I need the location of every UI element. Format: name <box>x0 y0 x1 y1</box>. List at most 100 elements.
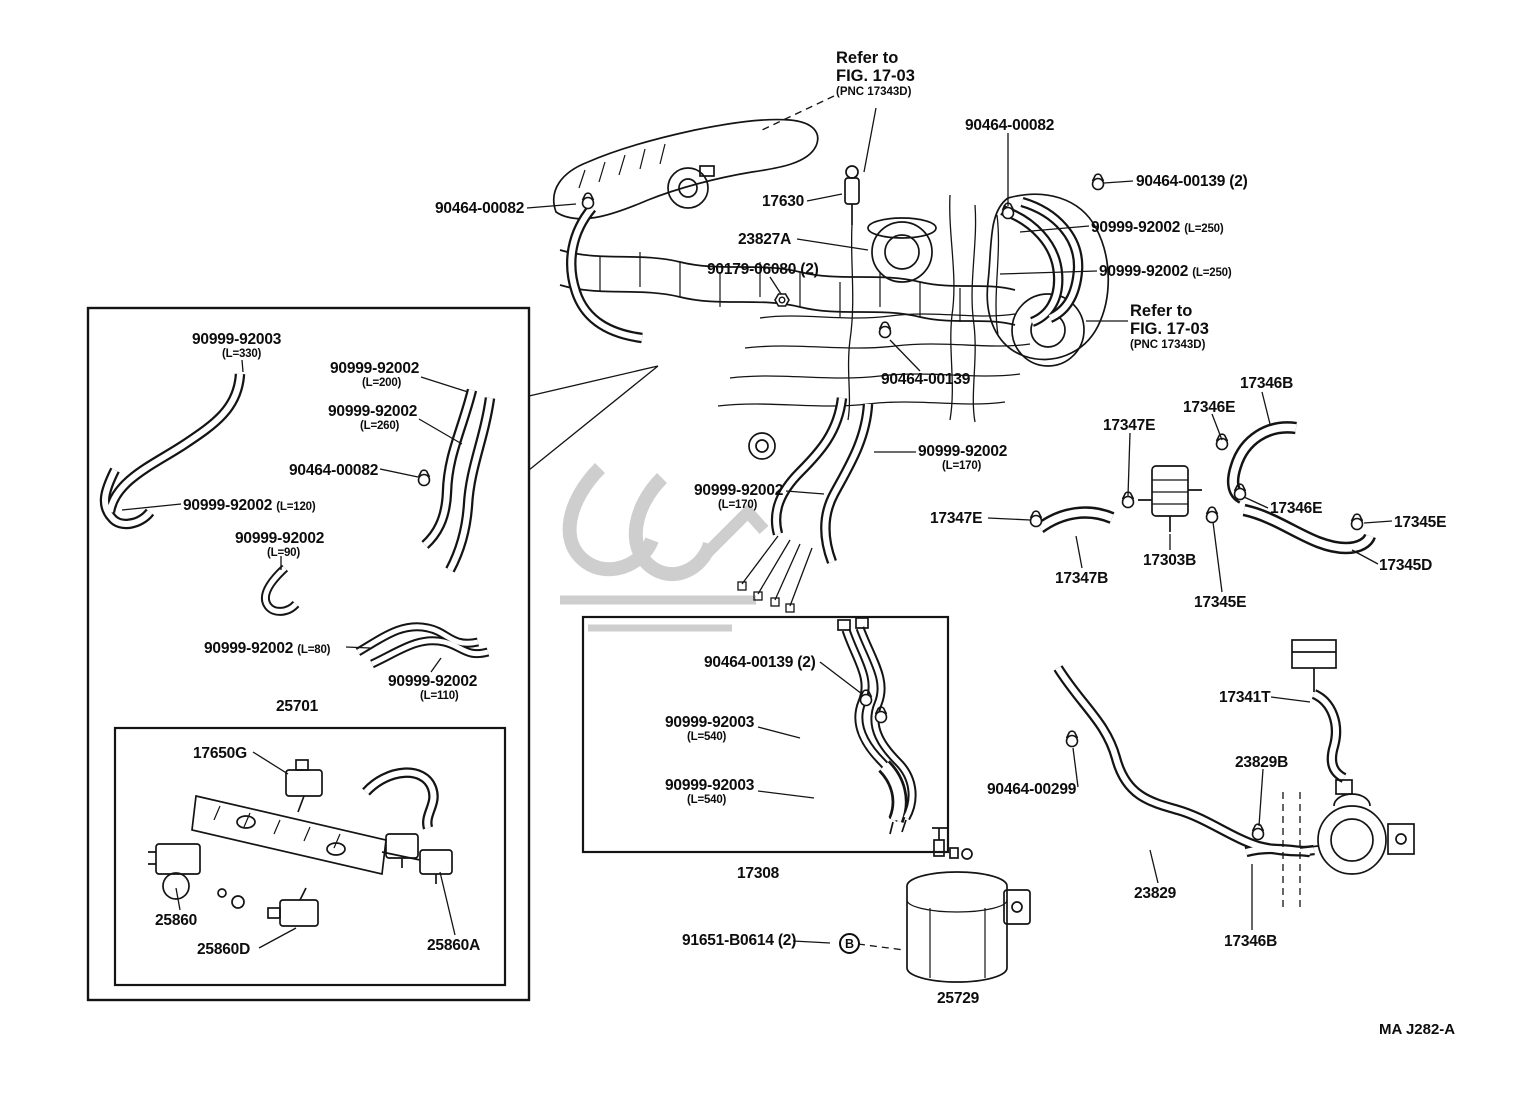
vsv-25860a-2 <box>419 849 453 875</box>
hoses-core-small <box>265 568 912 820</box>
vsv-bracket-assembly <box>148 759 453 927</box>
part-label-17345d: 17345D <box>1379 557 1433 574</box>
engine-assembly <box>552 118 1110 460</box>
part-label-17347e-left: 17347E <box>930 510 983 527</box>
part-label-90464-00082-box: 90464-00082 <box>289 462 379 479</box>
assembly-dashed-guides <box>1282 792 1301 908</box>
part-label-90464-00139-mid: 90464-00139 <box>881 371 971 388</box>
part-label-90464-00139-box: 90464-00139 (2) <box>704 654 816 671</box>
part-number: 90999-92003 <box>665 777 755 794</box>
hose-17346b-top <box>1226 421 1297 504</box>
part-number: 90999-92002 <box>204 640 294 657</box>
hose-length: (L=170) <box>718 499 758 512</box>
refer-note-right: Refer to FIG. 17-03 (PNC 17343D) <box>1130 302 1209 351</box>
hose-label-l260: 90999-92002 (L=260) <box>328 403 417 433</box>
clamp-17347e-left <box>1029 510 1043 528</box>
refer-line: (PNC 17343D) <box>1130 338 1206 351</box>
hose-length: (L=260) <box>360 420 400 433</box>
hose-label-l250-a: 90999-92002 (L=250) <box>1091 219 1224 236</box>
part-number: 90999-92002 <box>388 673 478 690</box>
part-label-17346e-top: 17346E <box>1183 399 1236 416</box>
hose-label-l540-b: 90999-92003 (L=540) <box>665 777 754 807</box>
hose-label-l80: 90999-92002 (L=80) <box>204 640 330 657</box>
part-number: 90999-92002 <box>235 530 325 547</box>
nut-90179-06080 <box>774 293 790 307</box>
refer-line: (PNC 17343D) <box>836 85 912 98</box>
zoom-pointer-lines <box>528 365 659 471</box>
part-number: 90999-92002 <box>918 443 1008 460</box>
hose-label-l110: 90999-92002 (L=110) <box>388 673 477 703</box>
left-detail-box <box>86 306 531 1002</box>
hose-label-l540-a: 90999-92003 (L=540) <box>665 714 754 744</box>
part-number: 90999-92002 <box>694 482 784 499</box>
part-label-17345e-bottom: 17345E <box>1194 594 1247 611</box>
part-label-17630: 17630 <box>762 193 805 210</box>
part-label-91651-b0614: 91651-B0614 (2) <box>682 932 797 949</box>
part-label-17341t: 17341T <box>1219 689 1271 706</box>
part-number: 90999-92002 <box>328 403 418 420</box>
part-label-25729: 25729 <box>937 990 980 1007</box>
clamp-17346e-top <box>1215 433 1229 451</box>
clamp-17345e-right <box>1350 513 1364 531</box>
b-marker-dashed-leader <box>857 943 905 951</box>
part-label-17345e-right: 17345E <box>1394 514 1447 531</box>
watermark-logo <box>560 463 769 632</box>
part-number: 90999-92003 <box>192 331 282 348</box>
hose-length: (L=120) <box>276 501 316 513</box>
hoses-outline-small <box>260 564 917 822</box>
vsv-25860 <box>155 843 201 875</box>
part-label-90179-06080: 90179-06080 (2) <box>707 261 819 278</box>
clamp-17346e-right <box>1233 483 1247 501</box>
part-label-90464-00082-left: 90464-00082 <box>435 200 525 217</box>
hose-label-l330: 90999-92003 (L=330) <box>192 331 281 361</box>
hoses-core-medium <box>105 202 1344 852</box>
hose-17308-box <box>581 615 950 854</box>
part-label-17346b-top: 17346B <box>1240 375 1294 392</box>
part-label-25701: 25701 <box>276 698 319 715</box>
hose-label-l120: 90999-92002 (L=120) <box>183 497 316 514</box>
clamp-23829b <box>1251 823 1265 841</box>
part-label-17346e-right: 17346E <box>1270 500 1323 517</box>
hoses-core-short <box>1040 427 1370 548</box>
vsv-assembly-box <box>113 726 507 987</box>
clamp-90464-00082-left <box>581 192 595 210</box>
part-label-17308: 17308 <box>737 865 780 882</box>
clamp-90464-00139-mid <box>878 321 892 339</box>
part-number: 90999-92002 <box>330 360 420 377</box>
part-number: 90999-92002 <box>183 497 273 514</box>
leader-lines <box>121 107 1393 949</box>
refer-line: Refer to <box>836 49 899 67</box>
vsv-25860d <box>279 899 319 927</box>
hose-label-l170-a: 90999-92002 (L=170) <box>918 443 1007 473</box>
part-label-23829: 23829 <box>1134 885 1177 902</box>
hose-length: (L=80) <box>297 644 331 656</box>
diagram-code: MA J282-A <box>1379 1021 1456 1038</box>
canister-25729 <box>906 827 1031 983</box>
clamp-90464-00082-box <box>417 469 431 487</box>
bvsv-valve-assembly <box>1299 779 1415 875</box>
part-label-25860d: 25860D <box>197 941 251 958</box>
hoses-outline-short <box>1036 421 1376 555</box>
part-number: 90999-92003 <box>665 714 755 731</box>
hose-17308-fittings <box>837 617 907 835</box>
component-17303b <box>1138 465 1202 532</box>
part-label-25860: 25860 <box>155 912 198 929</box>
hose-label-l90: 90999-92002 (L=90) <box>235 530 324 560</box>
clamp-90464-00139-top <box>1091 173 1105 191</box>
refer-line: FIG. 17-03 <box>836 66 915 85</box>
b-marker: B <box>839 933 860 954</box>
detail-boxes <box>86 306 950 1002</box>
part-label-23827a: 23827A <box>738 231 792 248</box>
clamp-17345e-bottom <box>1205 506 1219 524</box>
hose-length: (L=540) <box>687 794 727 807</box>
vacuum-pipe-bundle <box>717 194 1031 613</box>
refer-line: Refer to <box>1130 302 1193 320</box>
part-label-17650g: 17650G <box>193 745 247 762</box>
hose-length: (L=200) <box>362 377 402 390</box>
hose-label-l200: 90999-92002 (L=200) <box>330 360 419 390</box>
hose-length: (L=250) <box>1184 223 1224 235</box>
hose-length: (L=110) <box>420 690 459 703</box>
part-label-23829b: 23829B <box>1235 754 1289 771</box>
